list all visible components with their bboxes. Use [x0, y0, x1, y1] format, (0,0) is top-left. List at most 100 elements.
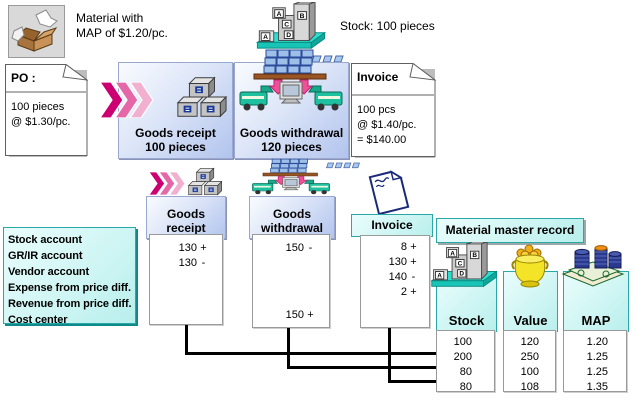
value-pot-icon — [507, 240, 553, 290]
po-note-title: PO : — [11, 71, 36, 85]
chevrons-icon — [98, 81, 156, 119]
connector-receipt-vertical — [185, 325, 188, 355]
account-entry: 150 - — [253, 240, 329, 255]
invoice-note-line1: 100 pcs — [357, 104, 396, 116]
invoice-note: Invoice 100 pcs @ $1.40/pc. = $140.00 — [351, 63, 436, 159]
invoice-account-header: Invoice — [351, 214, 433, 237]
goods-withdrawal-icon-small — [251, 158, 331, 202]
account-list-item: GR/IR account — [8, 250, 83, 262]
stock-value: 200 — [453, 351, 472, 363]
svg-text:A: A — [450, 250, 455, 257]
connector-withdrawal-vertical — [287, 328, 290, 369]
account-list-item: Expense from price diff. — [8, 282, 131, 294]
account-entry: 130 + — [361, 254, 429, 269]
chevrons-icon-small — [148, 171, 187, 196]
invoice-note-title: Invoice — [357, 70, 399, 84]
account-entry: 130 - — [150, 255, 222, 270]
entry-value: 130 — [178, 256, 197, 269]
entry-sign: - — [201, 256, 206, 269]
stock-blocks-icon: A B C D A — [255, 1, 328, 52]
map-values-box: 1.20 1.25 1.25 1.35 — [563, 330, 627, 393]
entry-sign: - — [411, 270, 416, 283]
entry-sign: - — [308, 241, 313, 254]
value-value: 100 — [520, 366, 539, 378]
crates-icon-small — [186, 165, 223, 198]
bricks-icon-small — [325, 156, 361, 169]
invoice-note-line3: = $140.00 — [357, 134, 407, 146]
account-entry: 8 + — [361, 239, 429, 254]
account-entry: 140 - — [361, 269, 429, 284]
account-entry: 2 + — [361, 284, 429, 299]
entry-sign: + — [200, 241, 207, 254]
goods-receipt-qty: 100 pieces — [145, 140, 206, 154]
connector-receipt-horizontal — [185, 352, 436, 355]
invoice-account-column: 8 + 130 + 140 - 2 + — [360, 235, 430, 328]
material-note-line2: MAP of $1.20/pc. — [76, 26, 168, 40]
entry-value: 140 — [388, 270, 407, 283]
account-entry: 130 + — [150, 240, 222, 255]
connector-invoice-horizontal — [388, 380, 436, 383]
account-entry: 150 + — [253, 307, 329, 322]
invoice-note-line2: @ $1.40/pc. — [357, 119, 417, 131]
stock-blocks-icon-small: A B C D A — [430, 241, 500, 290]
value-values-box: 120 250 100 108 — [503, 330, 556, 393]
value-value: 120 — [520, 336, 539, 348]
material-note-line1: Material with — [76, 11, 144, 25]
goods-withdrawal-icon — [238, 48, 344, 124]
goods-withdrawal-label: Goods withdrawal — [239, 126, 344, 140]
stock-value: 100 — [453, 336, 472, 348]
svg-text:B: B — [472, 252, 477, 259]
svg-text:A: A — [277, 11, 282, 18]
entry-sign: + — [410, 255, 417, 268]
goods-withdrawal-account-title2: withdrawal — [260, 221, 323, 235]
goods-withdrawal-account-title1: Goods — [273, 207, 311, 221]
goods-withdrawal-qty: 120 pieces — [261, 140, 322, 154]
entry-value: 8 — [400, 240, 407, 253]
invoice-account-title: Invoice — [371, 218, 413, 232]
map-value: 1.35 — [586, 381, 608, 393]
account-list-item: Vendor account — [8, 266, 90, 278]
account-list-item: Stock account — [8, 234, 82, 246]
svg-text:B: B — [300, 13, 305, 20]
stock-value: 80 — [459, 366, 472, 378]
svg-text:C: C — [458, 261, 463, 268]
svg-text:D: D — [286, 32, 291, 39]
svg-text:C: C — [284, 22, 289, 29]
connector-invoice-vertical — [388, 328, 391, 383]
po-note-line1: 100 pieces — [11, 101, 65, 113]
material-master-record-title: Material master record — [445, 223, 575, 237]
svg-text:D: D — [459, 271, 464, 278]
entry-sign: + — [410, 240, 417, 253]
entry-value: 150 — [285, 308, 304, 321]
stock-column-label: Stock — [448, 313, 485, 328]
map-value: 1.25 — [586, 351, 608, 363]
material-note: Material with MAP of $1.20/pc. — [76, 11, 168, 41]
entry-value: 150 — [285, 241, 304, 254]
account-list-item: Cost center — [8, 314, 68, 326]
material-package-icon — [8, 5, 65, 58]
invoice-doc-icon — [366, 167, 412, 217]
entry-sign: + — [307, 308, 314, 321]
map-money-icon — [561, 240, 627, 290]
goods-receipt-account-column: 130 + 130 - — [149, 234, 223, 325]
material-master-record-header: Material master record — [436, 218, 584, 243]
goods-withdrawal-box: Goods withdrawal 120 pieces — [234, 62, 349, 159]
svg-text:A: A — [437, 273, 442, 280]
goods-receipt-label: Goods receipt — [135, 126, 216, 140]
goods-receipt-account-title1: Goods — [167, 207, 205, 221]
goods-receipt-account-header: Goods receipt — [146, 196, 226, 239]
account-list: Stock account GR/IR account Vendor accou… — [3, 227, 136, 326]
map-value: 1.25 — [586, 366, 608, 378]
value-value: 250 — [520, 351, 539, 363]
value-column-label: Value — [513, 313, 548, 328]
entry-value: 2 — [400, 285, 407, 298]
goods-withdrawal-account-header: Goods withdrawal — [249, 196, 335, 239]
stock-values-box: 100 200 80 80 — [436, 330, 495, 393]
po-note-line2: @ $1.30/pc. — [11, 116, 71, 128]
crates-icon — [174, 72, 228, 122]
account-list-item: Revenue from price diff. — [8, 298, 132, 310]
po-note: PO : 100 pieces @ $1.30/pc. — [5, 64, 88, 158]
entry-sign: + — [410, 285, 417, 298]
map-column-label: MAP — [581, 313, 611, 328]
